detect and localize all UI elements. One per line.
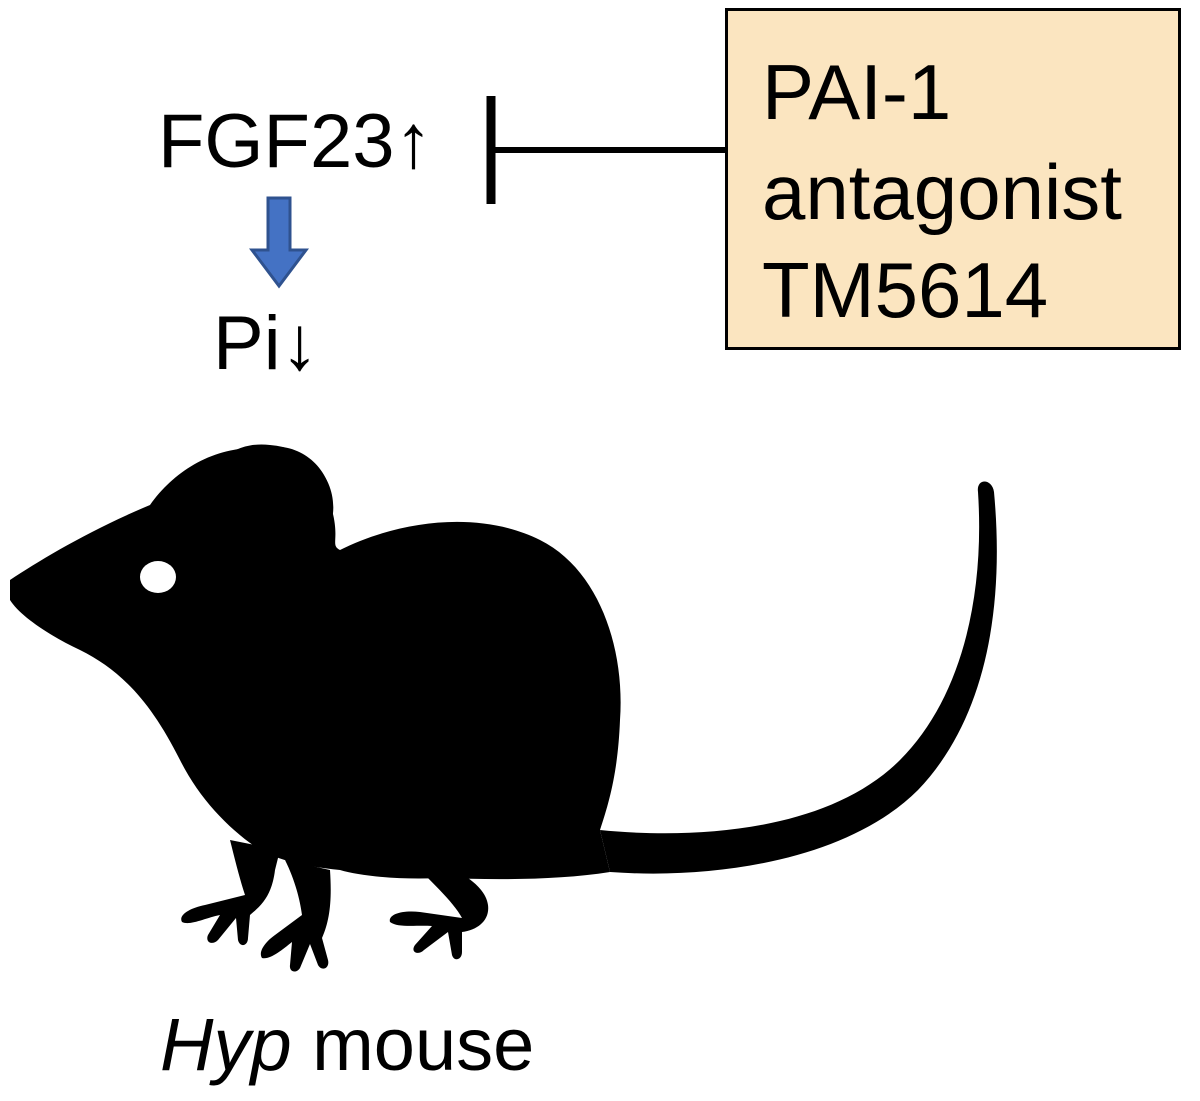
caption: Hyp mouse <box>160 1008 534 1082</box>
mouse-silhouette-icon <box>10 444 997 972</box>
caption-strain: Hyp <box>160 1003 292 1086</box>
inhibition-bar-icon <box>486 96 726 204</box>
down-arrow-icon <box>249 196 309 289</box>
drug-box-line-1: PAI-1 <box>762 48 952 136</box>
fgf23-label: FGF23↑ <box>158 99 433 184</box>
mouse-eye <box>140 561 176 593</box>
drug-box-line-2: antagonist <box>762 148 1122 236</box>
caption-animal: mouse <box>291 1003 535 1086</box>
phosphate-label: Pi↓ <box>213 301 319 386</box>
drug-box-line-3: TM5614 <box>762 246 1049 334</box>
drug-box: PAI-1 antagonist TM5614 <box>725 8 1181 350</box>
